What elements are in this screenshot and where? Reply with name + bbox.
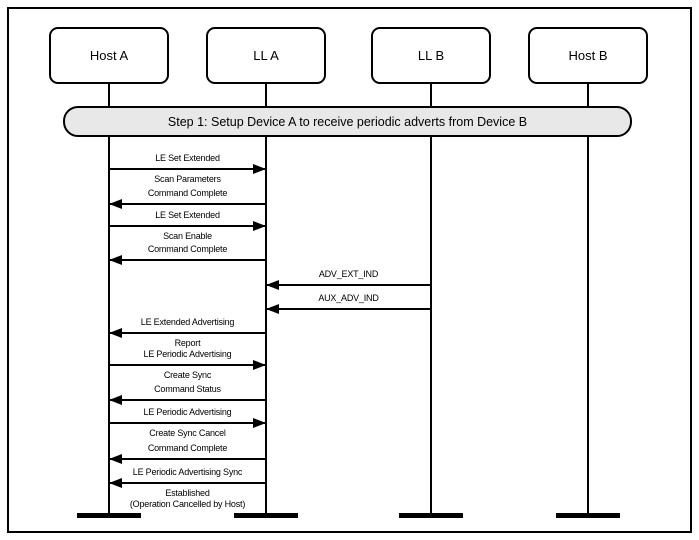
actor-label: Host A (89, 48, 129, 63)
arrow-right-icon (109, 164, 266, 174)
arrow-left-icon (109, 255, 266, 265)
arrow-left-icon (109, 199, 266, 209)
message-label: Scan Parameters (154, 174, 221, 184)
message-label: Create Sync Cancel (149, 428, 226, 438)
lifeline-end-ll-b (399, 513, 463, 518)
message-le-periodic-advertising-create-sync-cancel: LE Periodic Advertising Create Sync Canc… (109, 407, 266, 439)
actor-label: Host B (568, 48, 608, 63)
actor-label: LL A (253, 48, 279, 63)
message-command-status: Command Status (109, 384, 266, 405)
message-label: Command Status (154, 384, 221, 394)
lifeline-ll-b (430, 84, 432, 516)
arrow-left-icon (266, 280, 431, 290)
message-le-periodic-advertising-sync-established: LE Periodic Advertising Sync Established… (109, 467, 266, 510)
message-label: ADV_EXT_IND (318, 269, 379, 279)
actor-box-ll-a: LL A (206, 27, 326, 84)
arrow-right-icon (109, 418, 266, 428)
actor-box-ll-b: LL B (371, 27, 491, 84)
message-label: LE Periodic Advertising (143, 349, 232, 359)
message-le-periodic-advertising-create-sync: LE Periodic Advertising Create Sync (109, 349, 266, 381)
lifeline-end-host-b (556, 513, 620, 518)
diagram-border (7, 7, 692, 533)
arrow-left-icon (266, 304, 431, 314)
arrow-right-icon (109, 221, 266, 231)
message-command-complete-2: Command Complete (109, 244, 266, 265)
message-command-complete-1: Command Complete (109, 188, 266, 209)
message-label: Established (165, 488, 210, 498)
arrow-left-icon (109, 478, 266, 488)
lifeline-end-host-a (77, 513, 141, 518)
message-label: LE Periodic Advertising Sync (132, 467, 243, 477)
message-label: LE Set Extended (155, 210, 220, 220)
message-adv-ext-ind: ADV_EXT_IND (266, 269, 431, 290)
message-label: (Operation Cancelled by Host) (129, 499, 246, 509)
message-label: Scan Enable (163, 231, 212, 241)
message-label: Command Complete (147, 244, 228, 254)
arrow-left-icon (109, 395, 266, 405)
lifeline-ll-a (265, 84, 267, 516)
message-command-complete-3: Command Complete (109, 443, 266, 464)
arrow-left-icon (109, 328, 266, 338)
lifeline-host-a (108, 84, 110, 516)
step-banner-label: Step 1: Setup Device A to receive period… (167, 114, 528, 129)
message-label: AUX_ADV_IND (318, 293, 379, 303)
message-label: LE Periodic Advertising (143, 407, 232, 417)
lifeline-end-ll-a (234, 513, 298, 518)
message-label: Command Complete (147, 188, 228, 198)
actor-label: LL B (417, 48, 445, 63)
step-banner: Step 1: Setup Device A to receive period… (63, 106, 632, 137)
message-label: Report (174, 338, 201, 348)
arrow-right-icon (109, 360, 266, 370)
actor-box-host-a: Host A (49, 27, 169, 84)
message-label: Create Sync (163, 370, 212, 380)
message-aux-adv-ind: AUX_ADV_IND (266, 293, 431, 314)
message-label: LE Set Extended (155, 153, 220, 163)
message-label: LE Extended Advertising (140, 317, 235, 327)
actor-box-host-b: Host B (528, 27, 648, 84)
message-le-extended-advertising-report: LE Extended Advertising Report (109, 317, 266, 349)
message-le-set-extended-scan-enable: LE Set Extended Scan Enable (109, 210, 266, 242)
lifeline-host-b (587, 84, 589, 516)
arrow-left-icon (109, 454, 266, 464)
message-label: Command Complete (147, 443, 228, 453)
message-le-set-extended-scan-parameters: LE Set Extended Scan Parameters (109, 153, 266, 185)
